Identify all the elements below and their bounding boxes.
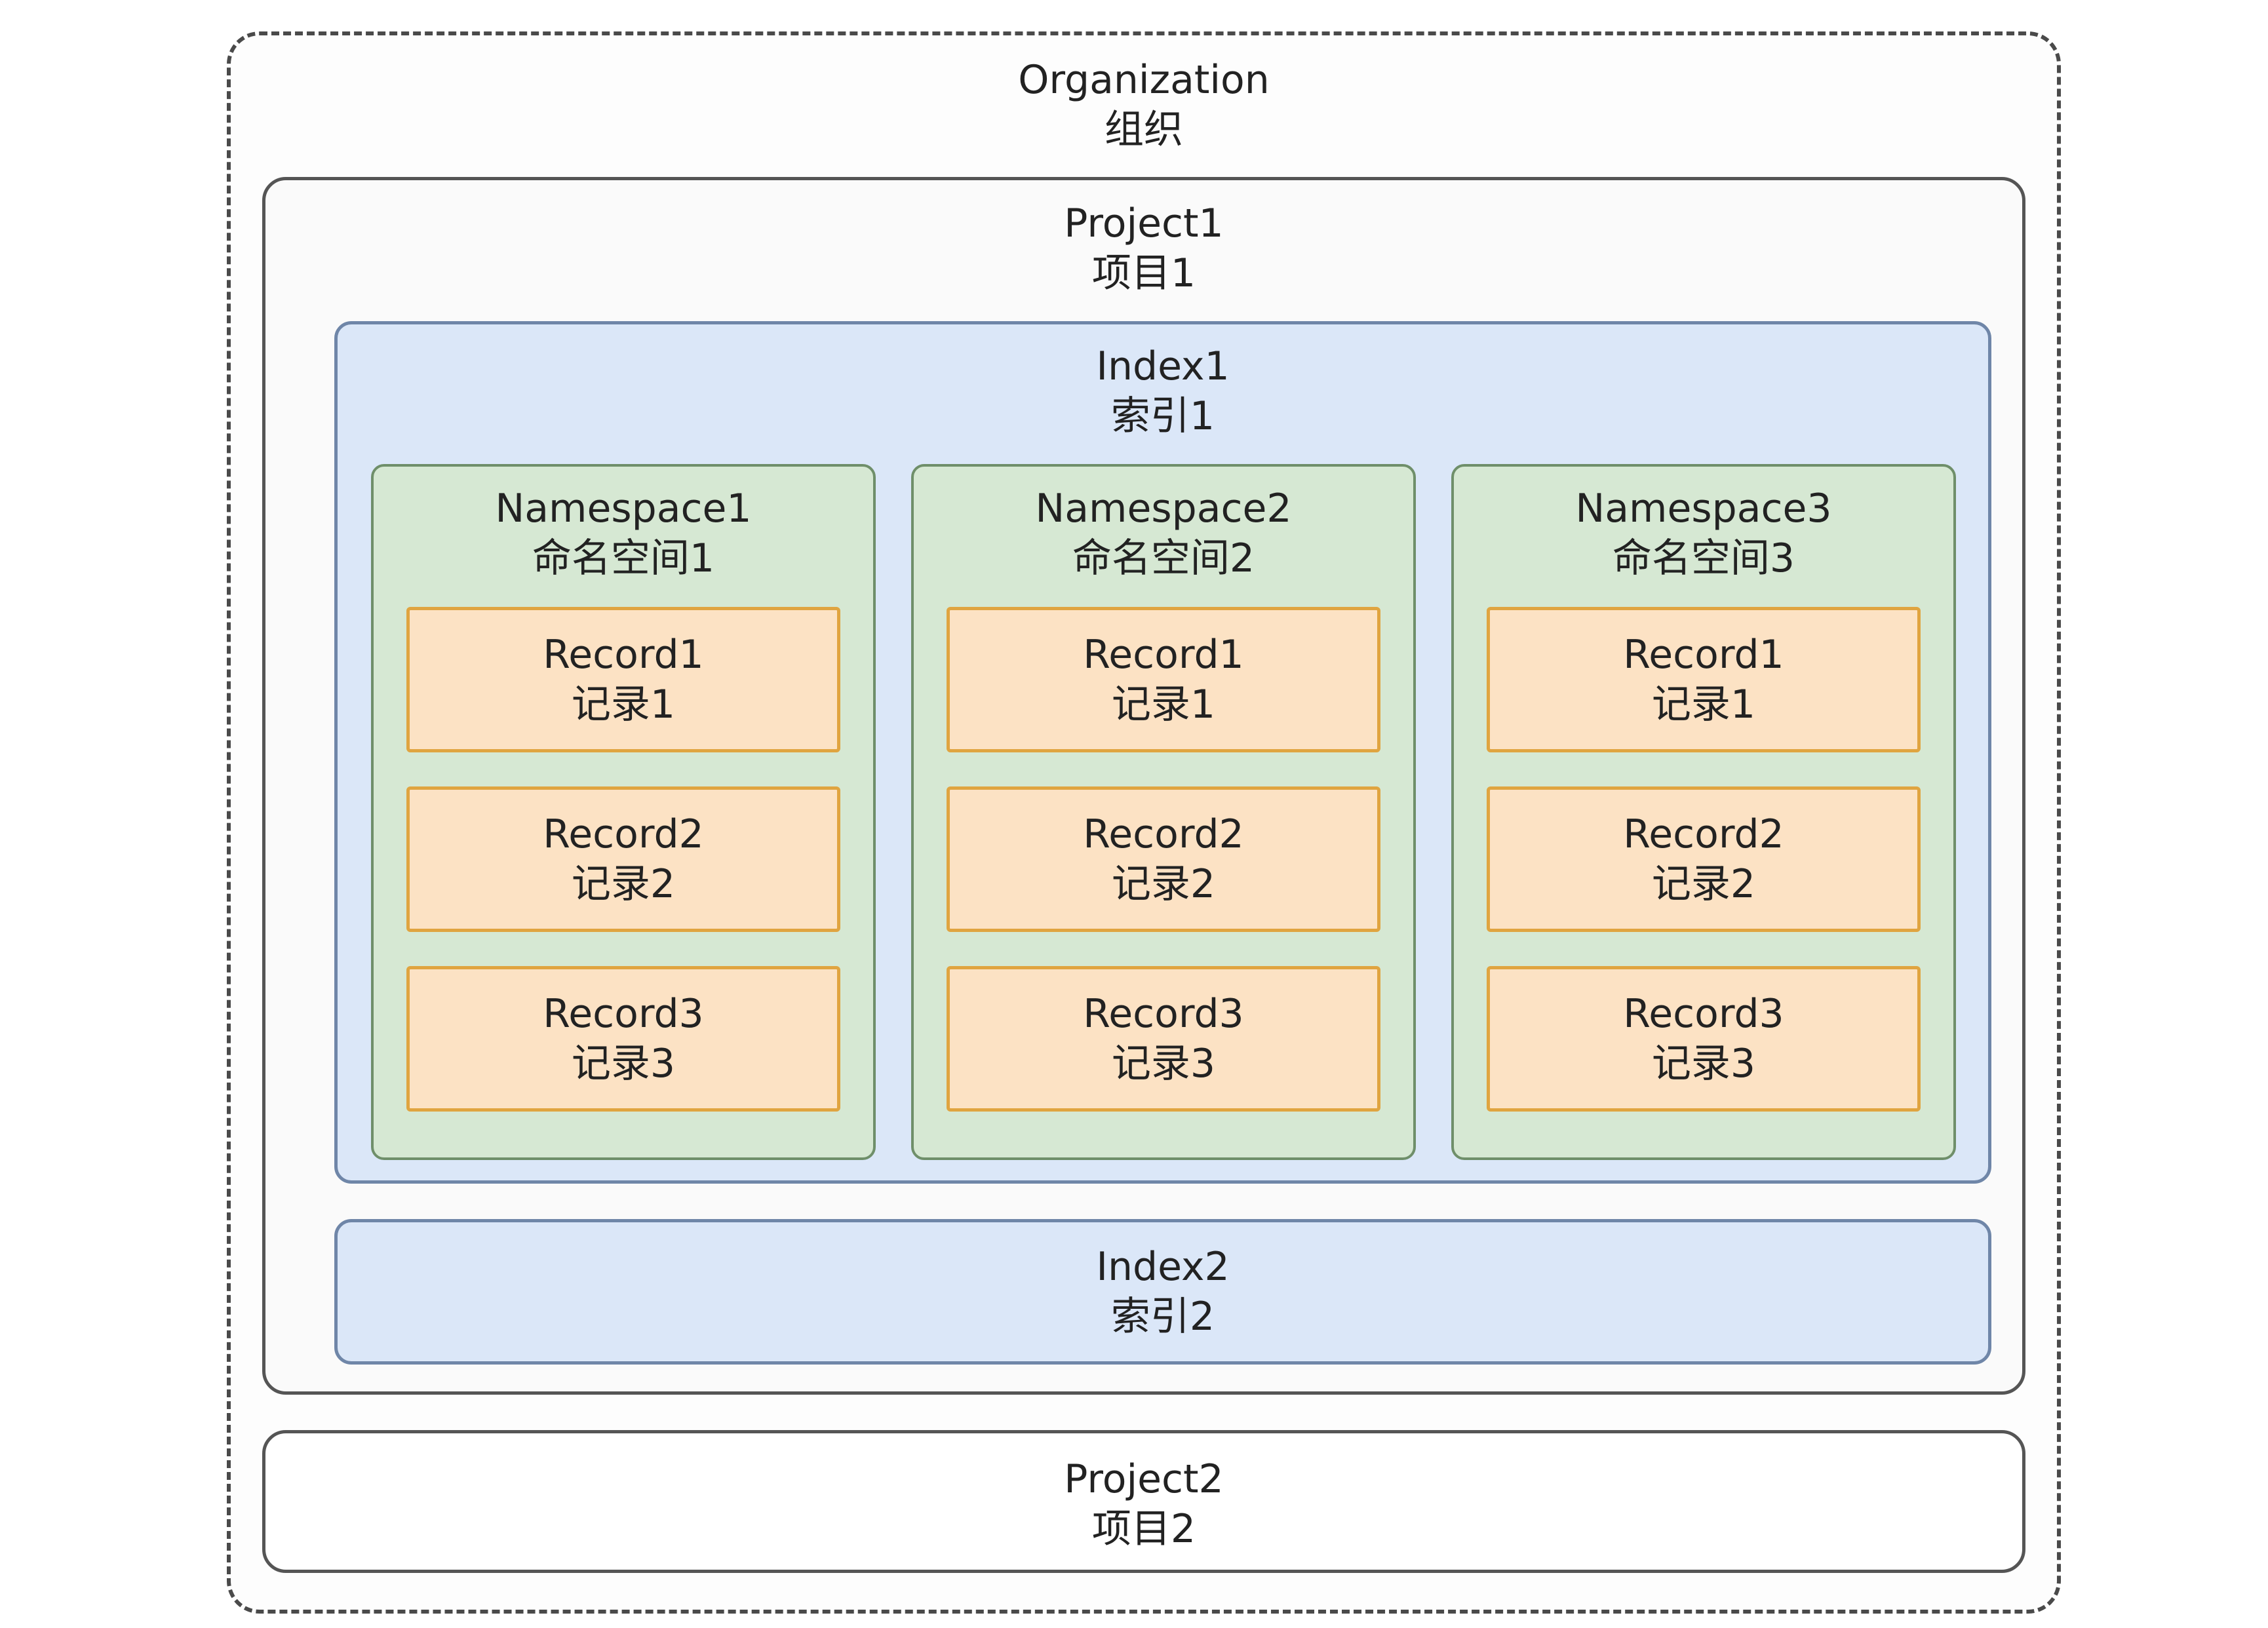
project2-label-zh: 项目2: [1091, 1506, 1196, 1552]
namespace1-label-en: Namespace1: [495, 486, 752, 532]
namespace2-label-zh: 命名空间2: [1072, 535, 1255, 581]
ns3-record2: Record2 记录2: [1487, 786, 1921, 932]
record-label: Record2 记录2: [410, 809, 837, 909]
project1-label-zh: 项目1: [1091, 250, 1196, 296]
organization-label: Organization 组织: [231, 55, 2057, 155]
record-label: Record1 记录1: [1490, 630, 1917, 729]
record-label-en: Record1: [1083, 632, 1244, 678]
index1-label: Index1 索引1: [338, 341, 1988, 441]
namespace3-label-zh: 命名空间3: [1612, 535, 1795, 581]
record-label-zh: 记录2: [571, 861, 676, 907]
ns2-record2: Record2 记录2: [947, 786, 1380, 932]
project1-label-en: Project1: [1064, 201, 1224, 246]
ns2-record3: Record3 记录3: [947, 966, 1380, 1112]
record-label-en: Record3: [1083, 991, 1244, 1037]
record-label-zh: 记录1: [1111, 682, 1216, 727]
namespace3-label-en: Namespace3: [1575, 486, 1832, 532]
namespace2-label: Namespace2 命名空间2: [914, 484, 1413, 583]
record-label: Record2 记录2: [950, 809, 1377, 909]
record-label: Record3 记录3: [1490, 989, 1917, 1089]
record-label-zh: 记录2: [1111, 861, 1216, 907]
ns1-record2: Record2 记录2: [406, 786, 840, 932]
record-label-en: Record1: [543, 632, 704, 678]
index1-label-zh: 索引1: [1110, 393, 1215, 439]
record-label: Record3 记录3: [410, 989, 837, 1089]
namespace1-label-zh: 命名空间1: [532, 535, 715, 581]
index1-label-en: Index1: [1096, 343, 1230, 389]
ns1-record1: Record1 记录1: [406, 607, 840, 752]
project2-container: Project2 项目2: [262, 1430, 2025, 1573]
namespace2-label-en: Namespace2: [1035, 486, 1292, 532]
ns3-record1: Record1 记录1: [1487, 607, 1921, 752]
record-label-en: Record1: [1623, 632, 1784, 678]
project2-label-en: Project2: [1064, 1456, 1224, 1502]
record-label-zh: 记录2: [1651, 861, 1756, 907]
ns3-record3: Record3 记录3: [1487, 966, 1921, 1112]
index2-label: Index2 索引2: [338, 1242, 1988, 1342]
record-label: Record1 记录1: [950, 630, 1377, 729]
record-label-en: Record2: [543, 811, 704, 857]
ns2-record1: Record1 记录1: [947, 607, 1380, 752]
record-label-en: Record3: [1623, 991, 1784, 1037]
project1-label: Project1 项目1: [265, 199, 2022, 298]
record-label-zh: 记录3: [1111, 1041, 1216, 1087]
record-label-zh: 记录3: [1651, 1041, 1756, 1087]
record-label-en: Record2: [1623, 811, 1784, 857]
index2-container: Index2 索引2: [334, 1219, 1991, 1365]
record-label-en: Record2: [1083, 811, 1244, 857]
record-label-en: Record3: [543, 991, 704, 1037]
project2-label: Project2 项目2: [265, 1454, 2022, 1554]
record-label: Record2 记录2: [1490, 809, 1917, 909]
namespace1-label: Namespace1 命名空间1: [374, 484, 873, 583]
index2-label-zh: 索引2: [1110, 1294, 1215, 1340]
ns1-record3: Record3 记录3: [406, 966, 840, 1112]
index2-label-en: Index2: [1096, 1244, 1230, 1290]
organization-label-en: Organization: [1018, 57, 1270, 103]
record-label-zh: 记录1: [571, 682, 676, 727]
record-label: Record1 记录1: [410, 630, 837, 729]
record-label-zh: 记录3: [571, 1041, 676, 1087]
organization-label-zh: 组织: [1105, 107, 1183, 153]
record-label-zh: 记录1: [1651, 682, 1756, 727]
namespace3-label: Namespace3 命名空间3: [1454, 484, 1953, 583]
record-label: Record3 记录3: [950, 989, 1377, 1089]
